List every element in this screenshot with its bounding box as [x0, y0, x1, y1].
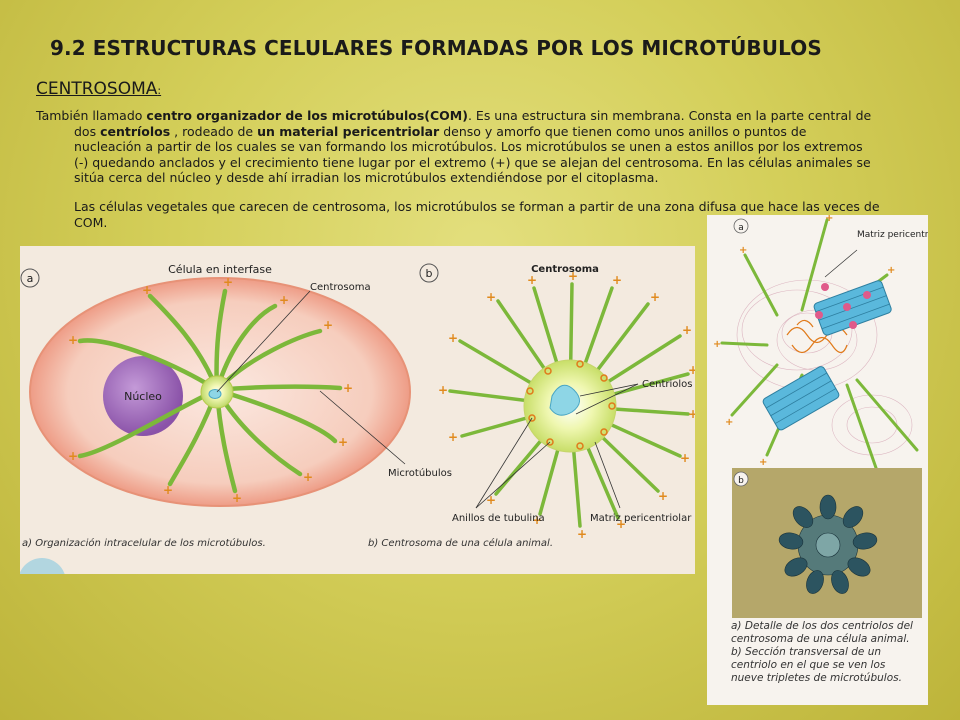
svg-text:+: +: [303, 470, 313, 484]
page-title: 9.2 ESTRUCTURAS CELULARES FORMADAS POR L…: [50, 36, 822, 60]
svg-text:+: +: [232, 491, 242, 505]
svg-text:+: +: [658, 489, 668, 503]
right-panel-a-letter: a: [738, 223, 744, 233]
page-tab-decoration: [18, 558, 66, 606]
right-figure-caption: a) Detalle de los dos centriolos del cen…: [731, 620, 913, 684]
p1-bold-com: centro organizador de los microtúbulos(C…: [146, 108, 468, 123]
p1-indent: dos centríolos , rodeado de un material …: [36, 124, 876, 186]
svg-text:+: +: [713, 339, 721, 350]
svg-text:+: +: [448, 430, 458, 444]
label-centriolos: Centriolos: [642, 379, 693, 390]
centrosome-plus-ends: + + + + + + + + + + + + + + + + +: [438, 269, 698, 541]
label-anillos-tubulina: Anillos de tubulina: [452, 513, 545, 524]
svg-text:+: +: [223, 275, 233, 289]
section-heading-colon: :: [157, 84, 162, 97]
figure-centrosome-diagram: a Célula en interfase Núcleo +: [18, 246, 698, 606]
cell-plus-ends: + + + + + + + + + + +: [68, 275, 353, 505]
caption-a: a) Organización intracelular de los micr…: [22, 537, 266, 549]
svg-text:+: +: [682, 323, 692, 337]
right-label-matriz: Matriz pericentriolar: [857, 230, 928, 240]
centriole-1: [813, 280, 892, 336]
svg-text:+: +: [688, 407, 695, 421]
svg-text:+: +: [680, 451, 690, 465]
right-panel-b-letter: b: [738, 476, 744, 486]
panel-a-title: Célula en interfase: [168, 263, 272, 276]
panel-a-letter: a: [27, 272, 34, 285]
svg-text:+: +: [279, 293, 289, 307]
p1-text-2: . Es una estructura sin membrana. Consta…: [467, 108, 872, 123]
svg-text:+: +: [650, 290, 660, 304]
caption-b: b) Centrosoma de una célula animal.: [368, 537, 553, 549]
p1-text-3: dos: [74, 123, 101, 139]
svg-text:+: +: [725, 417, 733, 428]
label-centrosoma: Centrosoma: [310, 282, 371, 293]
svg-text:+: +: [577, 527, 587, 541]
nucleus-label: Núcleo: [124, 390, 162, 403]
centriole-cross-section: [778, 494, 878, 594]
svg-text:+: +: [739, 245, 747, 256]
panel-b-title: Centrosoma: [531, 264, 599, 275]
label-microtubulos: Microtúbulos: [388, 467, 452, 479]
right-plus-ends: + + + + + +: [713, 213, 895, 468]
svg-text:+: +: [612, 273, 622, 287]
svg-text:+: +: [527, 273, 537, 287]
svg-text:+: +: [448, 331, 458, 345]
svg-text:+: +: [343, 381, 353, 395]
p1-text-1: También llamado: [36, 108, 147, 123]
svg-text:+: +: [887, 265, 895, 276]
right-panel-a: a Matriz pericentriolar: [713, 213, 948, 487]
svg-text:+: +: [323, 318, 333, 332]
svg-text:+: +: [68, 333, 78, 347]
svg-text:+: +: [532, 513, 542, 527]
label-matriz-pericentriolar: Matriz pericentriolar: [590, 513, 692, 524]
p1-text-4: , rodeado de: [170, 123, 258, 139]
panel-b-centrosome: b Centrosoma: [368, 263, 698, 549]
svg-text:+: +: [759, 457, 767, 468]
centriole-2: [762, 366, 840, 431]
panel-a-interphase-cell: a Célula en interfase Núcleo +: [18, 263, 452, 606]
p1-text-5: denso y amorfo que tienen como unos anil…: [74, 123, 871, 186]
centrioles-shape: [549, 384, 580, 416]
satellites: [815, 283, 871, 329]
svg-text:+: +: [338, 435, 348, 449]
svg-text:+: +: [688, 363, 695, 377]
svg-text:+: +: [825, 215, 833, 224]
right-panel-b: b: [732, 468, 922, 618]
svg-text:+: +: [163, 483, 173, 497]
cell-centriole: [208, 389, 222, 399]
svg-text:+: +: [142, 283, 152, 297]
svg-text:+: +: [438, 383, 448, 397]
paragraph-1: También llamado centro organizador de lo…: [36, 108, 876, 186]
panel-b-letter: b: [426, 267, 433, 280]
svg-text:+: +: [486, 493, 496, 507]
svg-text:+: +: [486, 290, 496, 304]
paragraph-2: Las células vegetales que carecen de cen…: [74, 199, 880, 230]
svg-text:+: +: [568, 269, 578, 283]
figure-centriole-detail: a Matriz pericentriolar: [707, 213, 948, 705]
p1-bold-material: un material pericentriolar: [257, 123, 440, 139]
section-heading-text: CENTROSOMA: [36, 79, 158, 99]
svg-text:+: +: [616, 517, 626, 531]
section-heading: CENTROSOMA:: [36, 79, 161, 99]
svg-text:+: +: [68, 449, 78, 463]
p1-bold-centriolos: centríolos: [100, 123, 171, 139]
tubulin-rings: [526, 360, 616, 450]
